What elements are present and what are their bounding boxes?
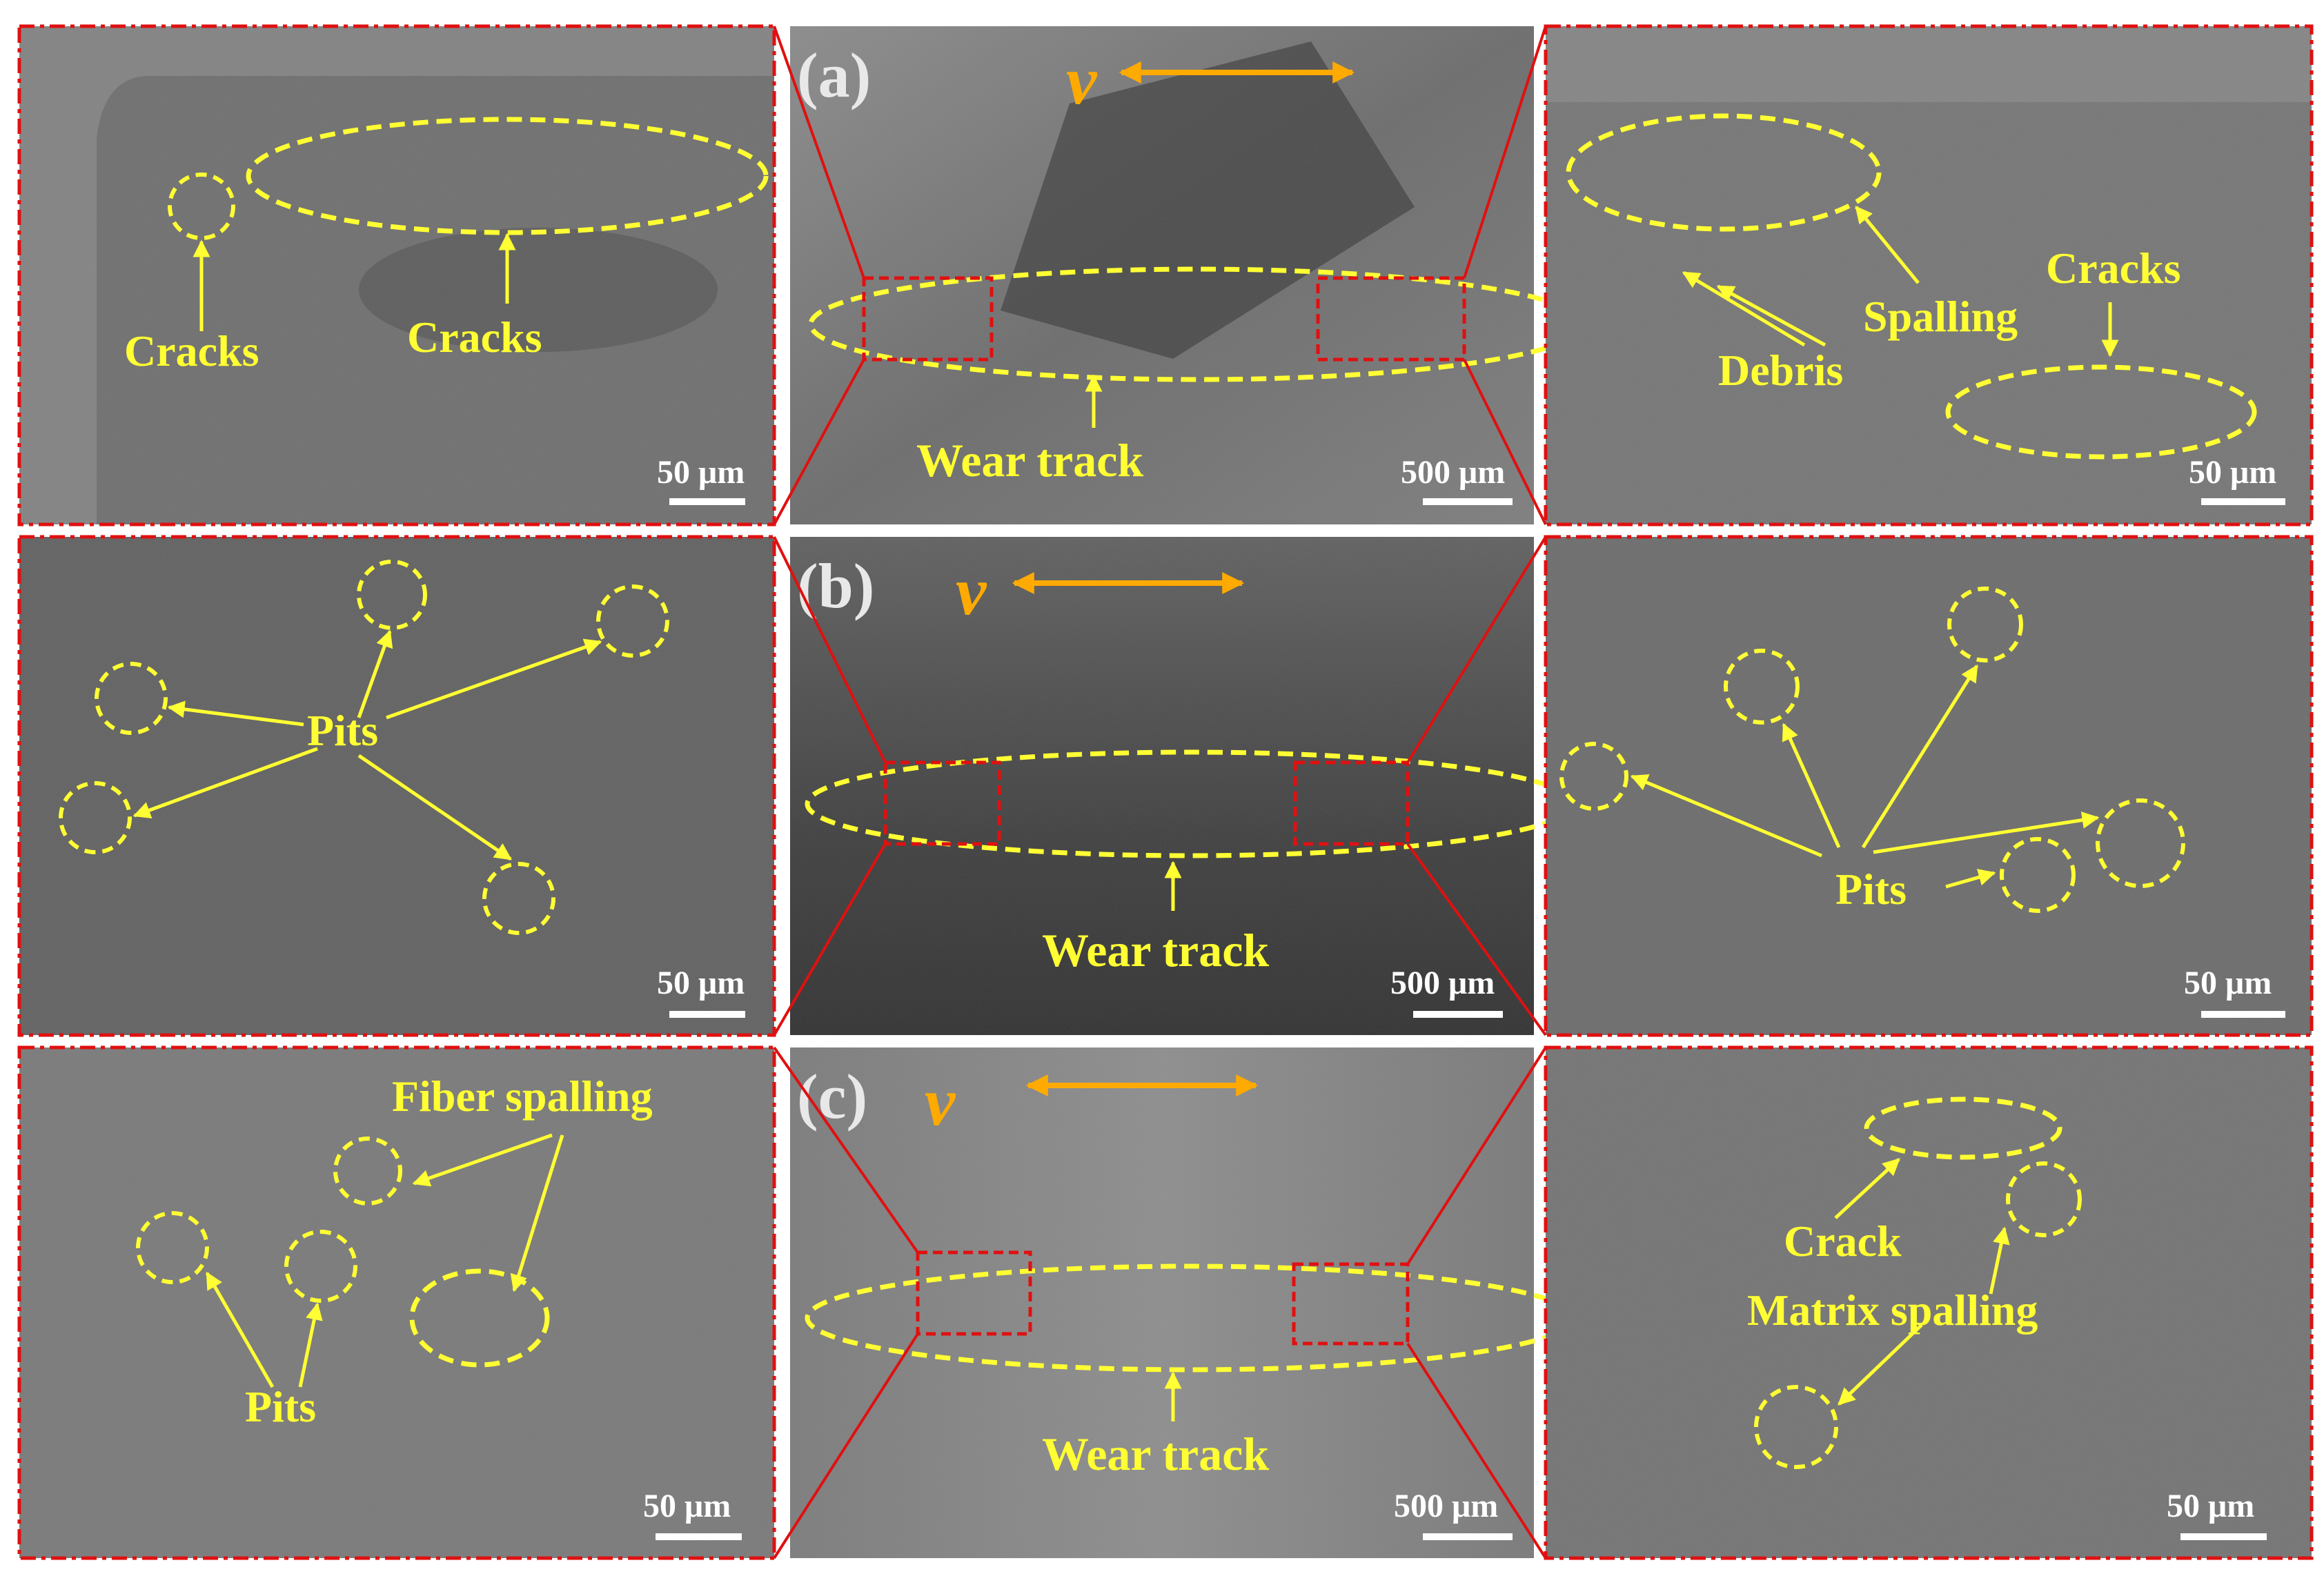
row-c: Fiber spalling Pits 50 μm (c) v Wear tra… xyxy=(17,1045,2314,1560)
row-a-left-panel: Cracks Cracks 50 μm xyxy=(17,24,776,527)
spalling-ellipse xyxy=(1566,113,1882,232)
label-wear-track-a: Wear track xyxy=(916,434,1143,486)
scale-label-center-a: 500 μm xyxy=(1401,454,1505,491)
label-wear-track-b: Wear track xyxy=(1042,924,1269,976)
crack-ellipse-right-c xyxy=(1864,1096,2062,1160)
velocity-symbol-a: v xyxy=(1066,42,1098,119)
spall-circle-1 xyxy=(333,1137,402,1206)
pit-circle-1 xyxy=(357,560,427,630)
scale-label-left-c: 50 μm xyxy=(643,1488,731,1524)
crack-circle xyxy=(168,173,235,240)
label-debris: Debris xyxy=(1718,346,1843,395)
matrix-spall-circle-2 xyxy=(1754,1385,1838,1469)
row-a-right-panel: Spalling Debris Cracks 50 μm xyxy=(1544,24,2314,527)
velocity-symbol-b: v xyxy=(956,553,987,629)
row-c-right-panel: Crack Matrix spalling 50 μm xyxy=(1544,1045,2314,1560)
pit-circle-9 xyxy=(2000,837,2076,913)
pit-circle-4 xyxy=(59,781,132,854)
scale-label-center-c: 500 μm xyxy=(1394,1488,1498,1524)
highlight-box-c-left xyxy=(916,1250,1032,1336)
panel-letter-b: (b) xyxy=(797,551,874,621)
scale-label-left-a: 50 μm xyxy=(657,454,745,491)
label-pits-right-b: Pits xyxy=(1835,865,1907,914)
pit-circle-12 xyxy=(284,1230,357,1303)
label-crack: Crack xyxy=(1784,1217,1902,1266)
highlight-box-b-left xyxy=(883,760,1001,846)
pit-circle-2 xyxy=(596,584,669,658)
fiber-spalling-ellipse xyxy=(409,1268,550,1368)
scale-label-right-b: 50 μm xyxy=(2184,965,2272,1001)
pit-circle-3 xyxy=(95,662,168,735)
pit-circle-11 xyxy=(136,1211,209,1284)
highlight-box-b-right xyxy=(1293,760,1410,846)
pit-circle-10 xyxy=(2096,798,2185,888)
pit-circle-6 xyxy=(1947,587,2023,662)
pit-circle-8 xyxy=(1559,742,1628,811)
scale-label-center-b: 500 μm xyxy=(1390,965,1495,1001)
row-a: Cracks Cracks 50 μm (a) v Wear track 500… xyxy=(17,24,2314,527)
row-b: Pits 50 μm (b) v Wear track 500 μm xyxy=(17,535,2314,1037)
label-cracks-2: Cracks xyxy=(407,313,542,362)
matrix-spall-circle-1 xyxy=(2006,1161,2082,1237)
label-cracks-1: Cracks xyxy=(124,326,259,375)
highlight-box-a-right xyxy=(1316,276,1466,362)
row-c-left-panel: Fiber spalling Pits 50 μm xyxy=(17,1045,776,1560)
row-b-center-panel: (b) v Wear track 500 μm xyxy=(790,537,1576,1035)
scale-label-right-a: 50 μm xyxy=(2189,454,2276,491)
label-wear-track-c: Wear track xyxy=(1042,1428,1269,1480)
row-b-left-panel: Pits 50 μm xyxy=(17,535,776,1037)
velocity-symbol-c: v xyxy=(925,1063,956,1140)
scale-label-left-b: 50 μm xyxy=(657,965,745,1001)
row-b-right-panel: Pits 50 μm xyxy=(1544,535,2314,1037)
label-fiber-spalling: Fiber spalling xyxy=(392,1072,653,1121)
label-spalling: Spalling xyxy=(1863,292,2018,341)
crack-ellipse-right-a xyxy=(1945,364,2257,460)
highlight-box-c-right xyxy=(1292,1262,1410,1346)
highlight-box-a-left xyxy=(862,276,994,362)
label-pits-left-b: Pits xyxy=(307,706,378,755)
scale-label-right-c: 50 μm xyxy=(2167,1488,2254,1524)
label-pits-left-c: Pits xyxy=(245,1382,316,1431)
row-c-center-panel: (c) v Wear track 500 μm xyxy=(790,1047,1576,1558)
panel-letter-a: (a) xyxy=(797,40,871,110)
label-cracks-3: Cracks xyxy=(2046,244,2181,293)
label-matrix-spalling: Matrix spalling xyxy=(1747,1286,2038,1335)
pit-circle-7 xyxy=(1724,649,1800,725)
pit-circle-5 xyxy=(482,862,555,935)
crack-ellipse xyxy=(246,117,769,235)
